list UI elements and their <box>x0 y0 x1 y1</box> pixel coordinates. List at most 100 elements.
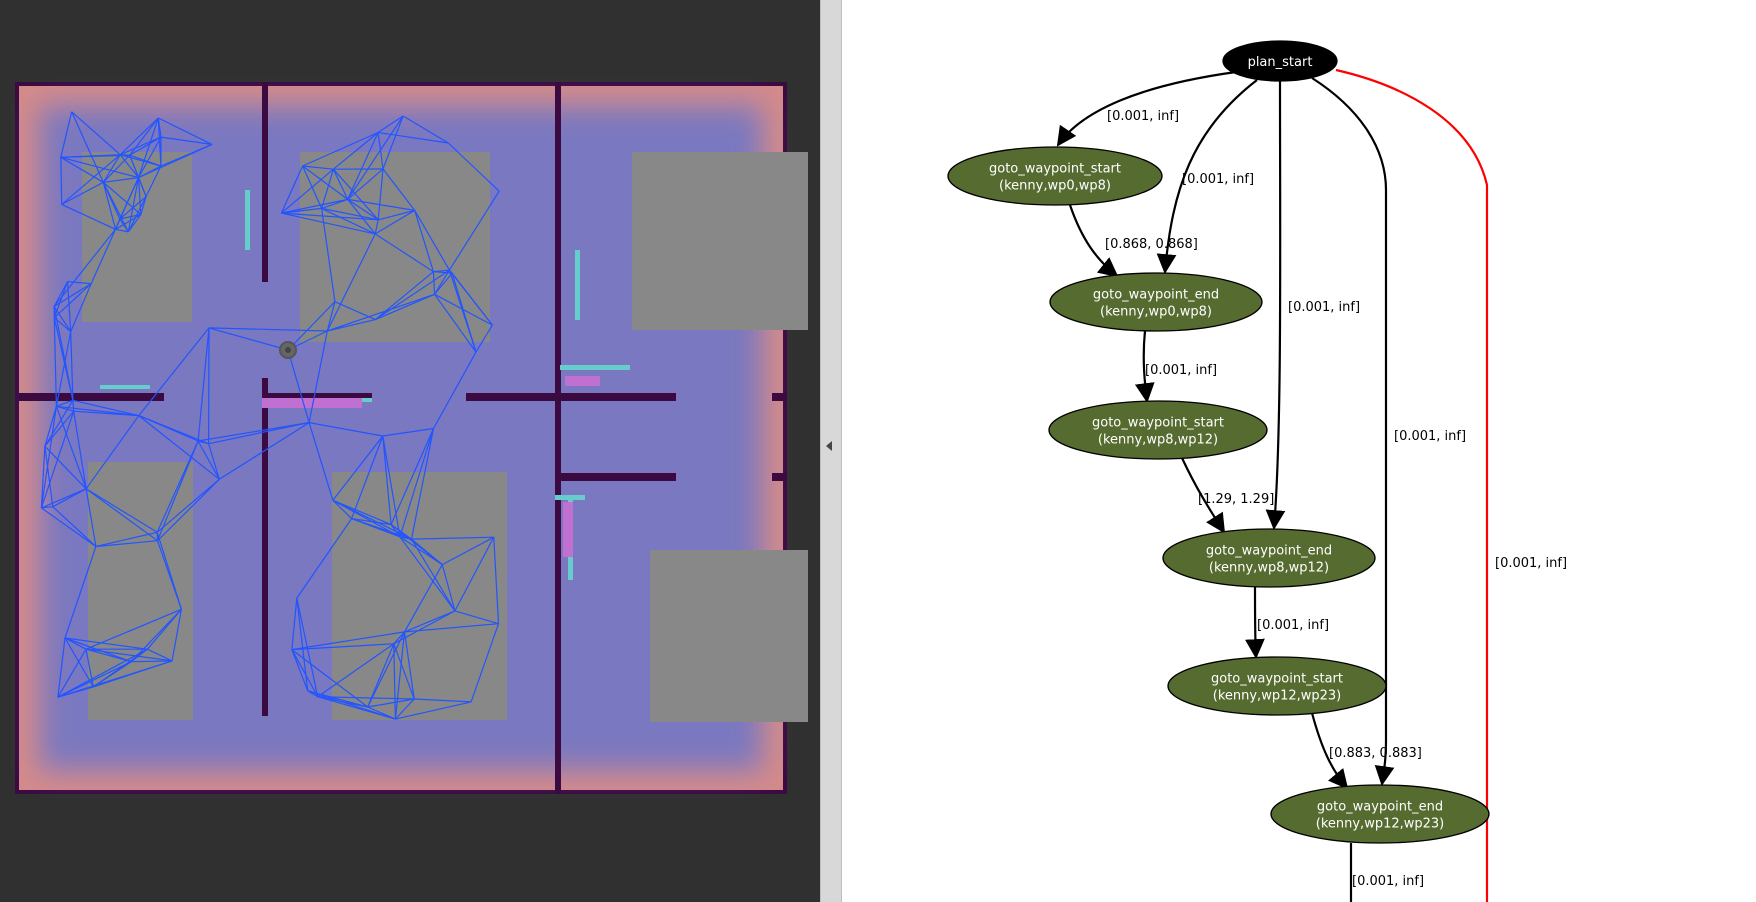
roadmap-edge <box>53 228 116 307</box>
roadmap-edge <box>44 445 87 490</box>
plan-node-n6[interactable]: goto_waypoint_end(kenny,wp12,wp23) <box>1270 784 1490 844</box>
plan-edge-n1-n2 <box>1068 204 1119 278</box>
roadmap-edge <box>53 317 74 401</box>
roadmap-edge <box>475 324 493 353</box>
roadmap-edge <box>287 301 336 351</box>
plan-node-shape[interactable] <box>1270 784 1490 844</box>
roadmap-edge <box>374 269 450 321</box>
roadmap-edge <box>327 319 376 332</box>
plan-node-plan_start[interactable]: plan_start <box>1222 40 1338 82</box>
walls <box>19 82 787 794</box>
roadmap-edge <box>131 660 173 663</box>
roadmap-edge <box>127 196 147 233</box>
roadmap-edge <box>411 538 443 566</box>
obstacle-marks <box>262 376 600 557</box>
roadmap-edge <box>56 399 74 407</box>
plan-node-label: goto_waypoint_end <box>1206 544 1332 559</box>
pane-splitter[interactable] <box>820 0 842 902</box>
roadmap-edge <box>326 301 336 332</box>
roadmap-edge <box>280 165 304 214</box>
roadmap-edge <box>296 598 309 691</box>
roadmap-edge <box>291 649 319 697</box>
roadmap-edge <box>317 696 396 720</box>
roadmap-edge <box>67 281 72 332</box>
plan-node-n5[interactable]: goto_waypoint_start(kenny,wp12,wp23) <box>1167 656 1387 716</box>
plan-edge-n5-n6 <box>1310 712 1349 790</box>
roadmap-edge <box>73 411 87 489</box>
roadmap-edge <box>347 132 379 200</box>
plan-node-shape[interactable] <box>947 146 1163 206</box>
roadmap-edge <box>317 643 395 698</box>
roadmap-edge <box>57 660 173 698</box>
plan-edge-plan_start-offscreen <box>1335 68 1489 902</box>
roadmap-edge <box>291 643 394 651</box>
roadmap-edge <box>395 701 472 720</box>
plan-node-shape[interactable] <box>1222 40 1338 82</box>
roadmap-edge <box>375 293 435 321</box>
roadmap-edge <box>399 536 456 612</box>
roadmap-edge <box>454 610 499 625</box>
plan-node-shape[interactable] <box>1048 400 1268 460</box>
roadmap-edge <box>351 518 412 540</box>
roadmap-edge <box>378 209 415 221</box>
roadmap-edge <box>41 507 97 547</box>
plan-node-n3[interactable]: goto_waypoint_start(kenny,wp8,wp12) <box>1048 400 1268 460</box>
plan-node-label: (kenny,wp8,wp12) <box>1098 433 1218 448</box>
roadmap-edge <box>382 115 404 170</box>
plan-edge-plan_start-n4 <box>1265 80 1286 530</box>
roadmap-edge <box>332 168 349 200</box>
roadmap-edge <box>85 415 140 490</box>
roadmap-edge <box>347 198 415 211</box>
roadmap-edge <box>378 131 449 144</box>
occupancy-map[interactable] <box>0 0 820 902</box>
map-view[interactable] <box>0 0 820 902</box>
roadmap-edge <box>119 213 142 220</box>
roadmap-edge <box>434 272 453 295</box>
roadmap-edge <box>71 111 104 183</box>
collapse-arrow-icon[interactable] <box>826 441 832 451</box>
plan-edge-n2-n3 <box>1134 330 1155 403</box>
roadmap-edge <box>85 488 158 542</box>
roadmap-edge <box>411 536 494 540</box>
roadmap-edge <box>119 136 162 156</box>
roadmap-edge <box>61 154 121 205</box>
edge-label: [0.001, inf] <box>1107 109 1179 124</box>
roadmap-edge <box>308 422 383 437</box>
roadmap-edge <box>102 182 121 220</box>
roadmap-edge <box>138 165 162 179</box>
roadmap-edge <box>414 210 434 272</box>
plan-node-label: (kenny,wp12,wp23) <box>1213 689 1342 704</box>
roadmap-edge <box>382 435 392 525</box>
roadmap-edge <box>115 213 142 230</box>
roadmap-edge <box>55 406 87 490</box>
plan-node-label: (kenny,wp8,wp12) <box>1209 561 1329 576</box>
roadmap-edge <box>404 623 499 633</box>
roadmap-edge <box>138 143 213 179</box>
roadmap-edge <box>296 597 319 697</box>
plan-node-shape[interactable] <box>1162 528 1376 588</box>
plan-node-label: goto_waypoint_end <box>1317 800 1443 815</box>
roadmap-edge <box>442 536 495 566</box>
roadmap-edge <box>85 488 158 533</box>
roadmap-edge <box>332 168 379 221</box>
robot-marker <box>279 341 297 359</box>
roadmap-edge <box>321 208 336 302</box>
plan-graph-view[interactable]: [0.001, inf][0.001, inf][0.001, inf][0.0… <box>842 0 1756 902</box>
roadmap-edge <box>119 117 159 156</box>
plan-node-label: goto_waypoint_end <box>1093 288 1219 303</box>
plan-node-n2[interactable]: goto_waypoint_end(kenny,wp0,wp8) <box>1049 272 1263 332</box>
roadmap-edge <box>393 643 396 720</box>
plan-node-n4[interactable]: goto_waypoint_end (kenny,wp8,wp12) <box>1162 528 1376 588</box>
roadmap-edge <box>470 623 500 703</box>
roadmap-edge <box>119 154 139 178</box>
roadmap-edge <box>332 435 384 501</box>
roadmap-edge <box>287 349 310 423</box>
roadmap-edge <box>367 643 395 708</box>
roadmap-edge <box>60 154 130 158</box>
roadmap-edge <box>281 212 379 221</box>
roadmap-edge <box>374 219 379 235</box>
roadmap-edge <box>382 168 416 211</box>
plan-node-n1[interactable]: goto_waypoint_start(kenny,wp0,wp8) <box>947 146 1163 206</box>
plan-node-shape[interactable] <box>1049 272 1263 332</box>
plan-node-shape[interactable] <box>1167 656 1387 716</box>
